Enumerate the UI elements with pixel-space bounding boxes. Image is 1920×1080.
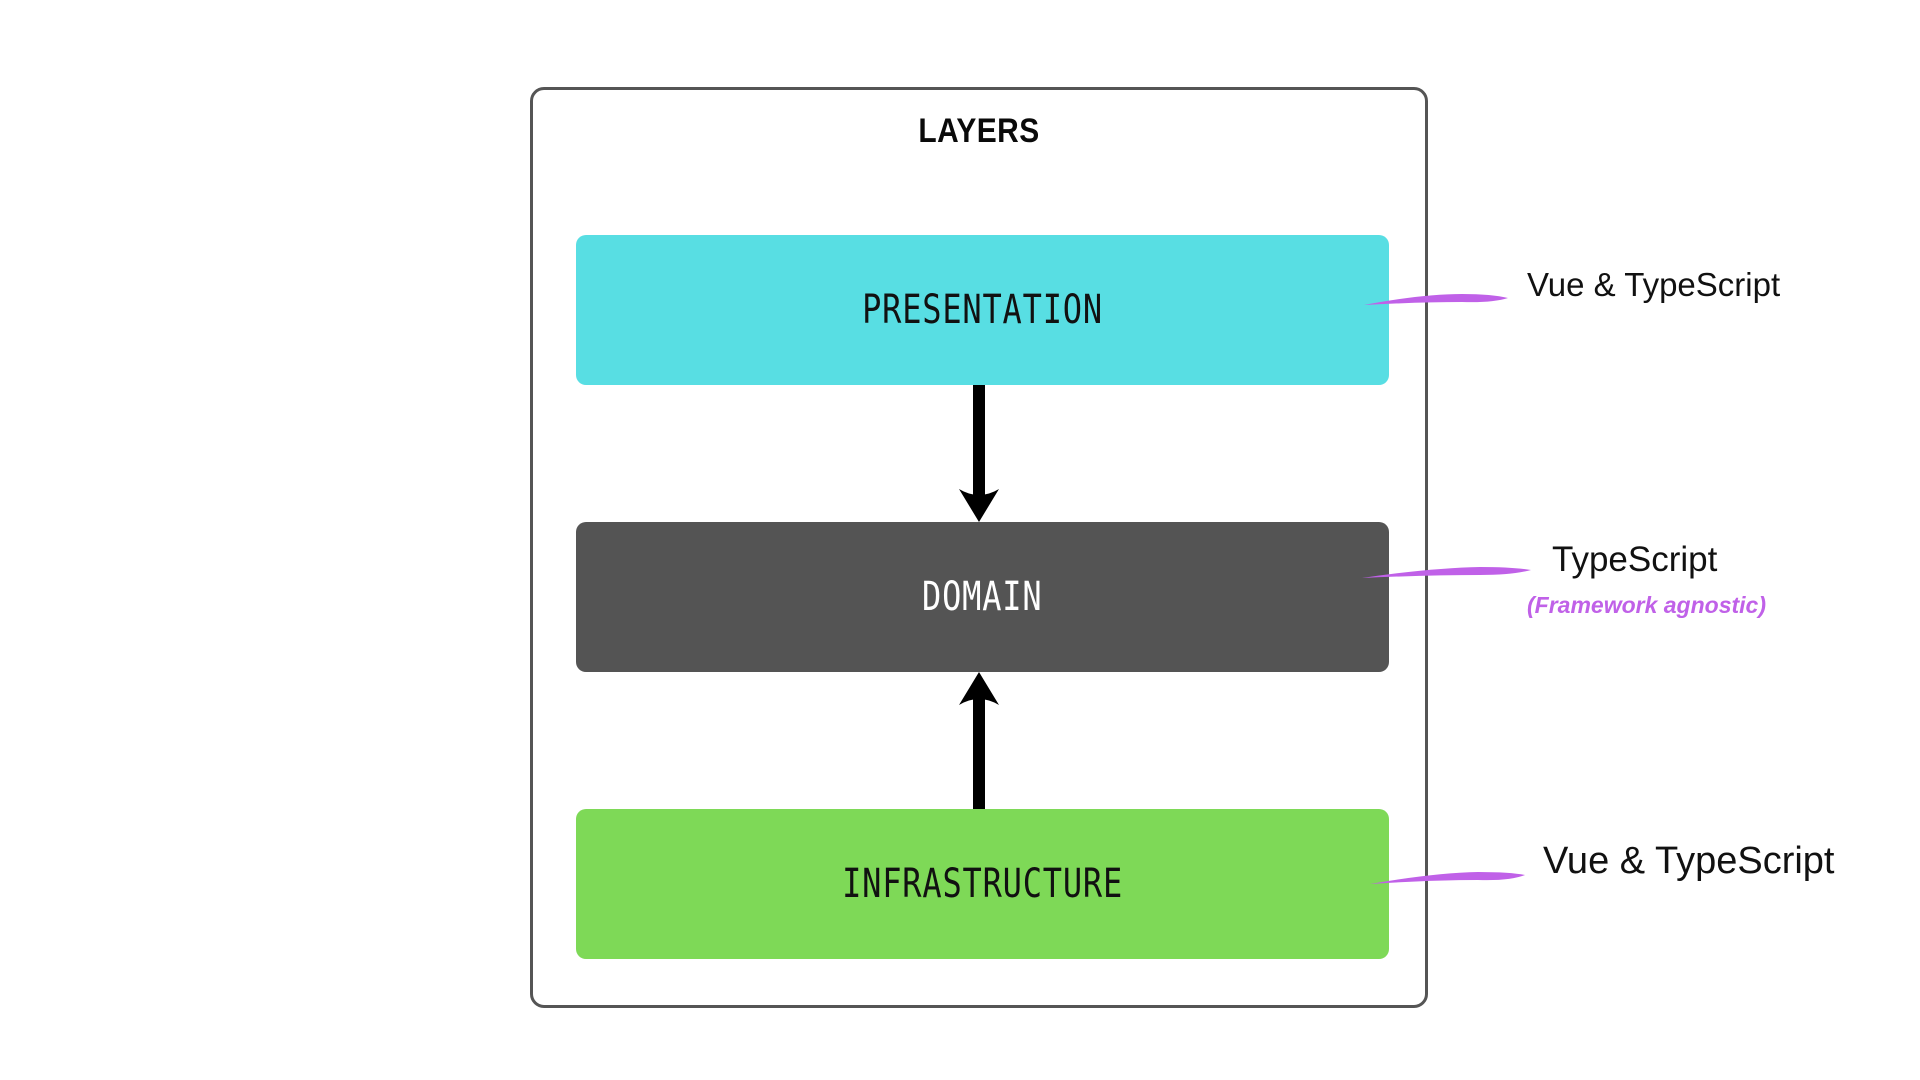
leader-line-icon bbox=[1364, 294, 1508, 305]
annotation-label-presentation: Vue & TypeScript bbox=[1527, 266, 1781, 303]
page-title: LAYERS bbox=[918, 112, 1040, 150]
leader-line-icon bbox=[1370, 872, 1525, 884]
annotation-label-domain: TypeScript bbox=[1552, 540, 1718, 579]
arrow-down-icon bbox=[959, 385, 999, 522]
layers-panel: LAYERS PRESENTATION DOMAIN INFRASTRUCTUR… bbox=[530, 87, 1428, 1008]
layer-label-domain: DOMAIN bbox=[922, 574, 1043, 620]
layer-box-infrastructure[interactable]: INFRASTRUCTURE bbox=[576, 809, 1389, 959]
leader-line-icon bbox=[1362, 567, 1531, 578]
annotation-sublabel-domain: (Framework agnostic) bbox=[1527, 592, 1766, 618]
layer-label-infrastructure: INFRASTRUCTURE bbox=[842, 861, 1123, 907]
layer-label-presentation: PRESENTATION bbox=[862, 287, 1103, 333]
layer-box-presentation[interactable]: PRESENTATION bbox=[576, 235, 1389, 385]
arrow-up-icon bbox=[959, 672, 999, 809]
layer-box-domain[interactable]: DOMAIN bbox=[576, 522, 1389, 672]
annotation-label-infrastructure: Vue & TypeScript bbox=[1543, 840, 1835, 882]
